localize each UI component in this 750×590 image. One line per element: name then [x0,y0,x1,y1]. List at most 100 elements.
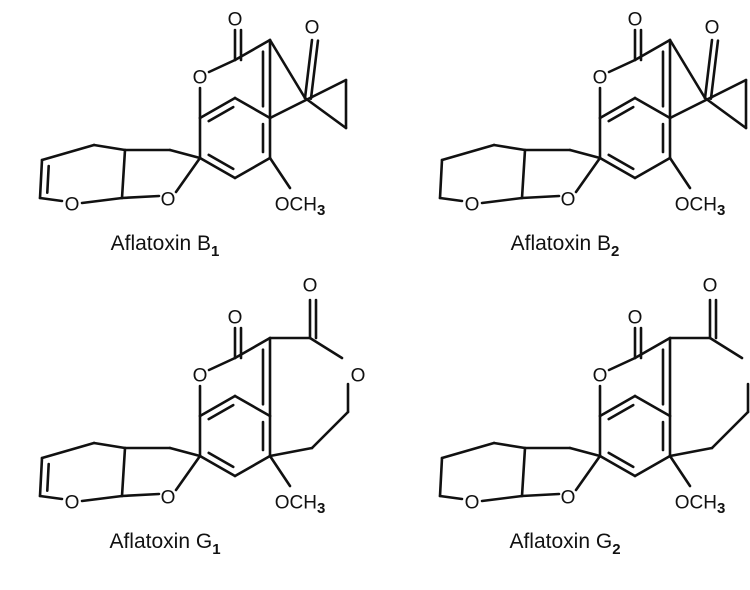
bond-furan-8 [438,158,444,200]
bond-ring-e-1 [268,38,307,100]
furan-o-1-label: O [561,488,576,509]
bond-benzene-5 [598,156,637,180]
carbonyl-o-2-label: O [703,276,718,297]
carbonyl-o-1-label: O [628,308,643,329]
furan-o-2-label: O [465,493,480,514]
bond-ring-e-4 [268,78,348,120]
bond-carbonyl-2 [303,38,314,100]
bond-furan-10 [480,196,524,205]
furan-o-1-label: O [561,190,576,211]
bond-furan-4 [92,441,127,450]
bond-furan-3 [120,446,127,498]
bond-benzene-double-2 [207,153,235,171]
molecule-caption: Aflatoxin B2 [511,232,620,260]
bond-ring-e-4 [668,446,714,458]
lactone-o-label: O [193,68,208,89]
bond-benzene-1 [198,96,237,120]
bond-furan-10 [80,196,124,205]
bond-furan-9 [438,494,464,501]
ring-e-o-label: O [351,366,366,387]
bond-ring-e-3 [710,410,750,450]
bond-furan-7 [440,441,496,460]
bond-benzene-1 [598,96,637,120]
bond-benzene-double-3 [607,403,635,421]
molecule-caption: Aflatoxin G1 [109,530,220,558]
carbonyl-o-1-label: O [228,10,243,31]
methoxy-label: OCH3 [275,195,326,219]
furan-o-2-label: O [65,195,80,216]
bond-benzene-1 [198,394,237,418]
bond-furan-1 [174,454,202,492]
lactone-o-label: O [193,366,208,387]
molecule-caption: Aflatoxin B1 [111,232,220,260]
bond-benzene-double-3 [207,403,235,421]
bond-furan-7 [440,143,496,162]
bond-benzene-double-2 [607,153,635,171]
bond-furan-7 [40,143,96,162]
molecule-caption: Aflatoxin G2 [509,530,620,558]
furan-o-2-label: O [65,493,80,514]
bond-furan-7 [40,441,96,460]
bond-furan-double [45,164,50,194]
bond-ring-e-3 [310,410,350,450]
bond-furan-3 [520,446,527,498]
bond-ring-e-2 [308,336,344,360]
furan-o-1-label: O [161,190,176,211]
bond-benzene-5 [198,454,237,478]
bond-benzene-2 [633,96,672,120]
bond-furan-2 [520,492,561,498]
bond-furan-4 [492,441,527,450]
lactone-o-label: O [593,366,608,387]
bond-benzene-4 [233,454,272,478]
methoxy-label: OCH3 [275,493,326,517]
bond-furan-3 [120,148,127,200]
bond-furan-9 [38,494,64,501]
bond-benzene-2 [233,394,272,418]
bond-furan-4 [492,143,527,152]
bond-ring-e-2 [303,96,348,130]
bond-benzene-4 [633,156,672,180]
bond-furan-1 [174,156,202,194]
bond-methoxy [268,156,292,190]
bond-furan-8 [38,456,44,498]
bond-furan-10 [80,494,124,503]
carbonyl-o-2-label: O [303,276,318,297]
bond-lactone-o-upper [207,356,237,372]
bond-ring-e-4 [668,78,748,120]
bond-benzene-2 [233,96,272,120]
carbonyl-o-2-label: O [305,18,320,39]
bond-furan-6 [168,148,202,160]
bond-furan-2 [120,492,161,498]
bond-ring-e-1 [668,38,707,100]
carbonyl-o-1-label: O [228,308,243,329]
bond-furan-6 [568,446,602,458]
methoxy-label: OCH3 [675,493,726,517]
bond-methoxy [668,454,692,488]
bond-benzene-4 [233,156,272,180]
bond-benzene-5 [598,454,637,478]
bond-furan-8 [38,158,44,200]
bond-benzene-double-2 [207,451,235,469]
bond-benzene-double-3 [607,105,635,123]
bond-ring-e-4 [268,446,314,458]
bond-ring-e-2 [703,96,748,130]
bond-furan-2 [520,194,561,200]
bond-carbonyl-2-double [309,39,320,101]
methoxy-label: OCH3 [675,195,726,219]
bond-furan-4 [92,143,127,152]
bond-benzene-5 [198,156,237,180]
bond-furan-6 [568,148,602,160]
bond-furan-9 [38,196,64,203]
bond-benzene-4 [633,454,672,478]
bond-methoxy [268,454,292,488]
bond-furan-2 [120,194,161,200]
lactone-o-label: O [593,68,608,89]
bond-benzene-double-3 [207,105,235,123]
molecule-aflatoxin-g1: O O OCH3 O O O O Aflatoxin G1 [38,276,366,558]
furan-o-1-label: O [161,488,176,509]
bond-furan-1 [574,454,602,492]
bond-lactone-o-upper [607,58,637,74]
bond-furan-8 [438,456,444,498]
